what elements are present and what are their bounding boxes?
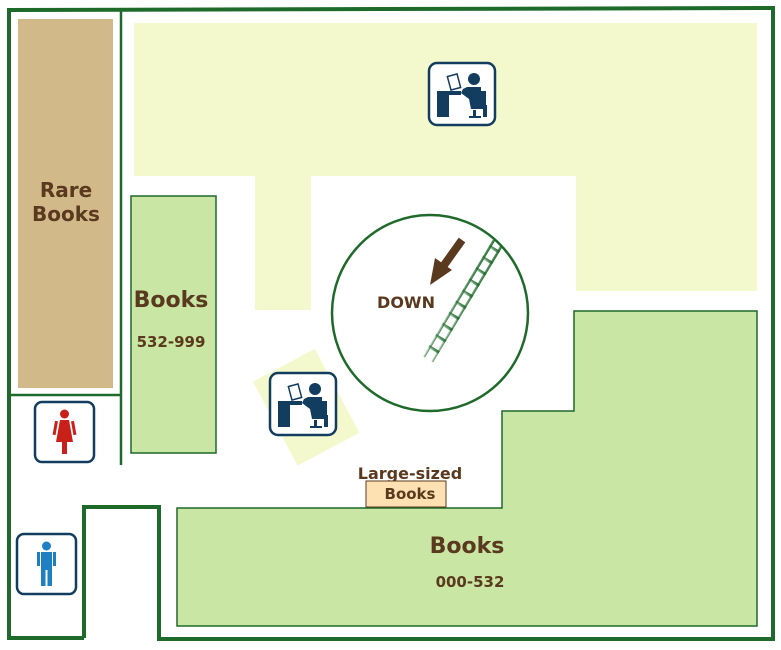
books-upper-range: 532-999 — [137, 333, 206, 351]
books-lower-title: Books — [430, 534, 505, 559]
reading-desk-icon-top — [427, 61, 497, 127]
books-upper-title: Books — [134, 288, 209, 313]
books-lower-shelf — [176, 310, 758, 627]
large-sized-caption: Large-sized — [358, 464, 462, 483]
reading-desk-icon-middle — [268, 371, 338, 437]
man-restroom-icon — [15, 532, 78, 596]
books-lower-range: 000-532 — [436, 573, 505, 591]
large-sized-box — [365, 480, 447, 508]
reading-area-top — [134, 23, 757, 310]
rare-books-label-line1: Rare — [40, 178, 92, 202]
woman-restroom-icon — [33, 400, 96, 464]
down-arrow-icon — [430, 237, 466, 285]
inner-walls — [10, 10, 123, 465]
stairs-circle — [330, 213, 530, 413]
books-upper-shelf — [130, 195, 217, 454]
rare-books-label-line2: Books — [32, 202, 100, 226]
staircase-icon — [422, 239, 504, 363]
large-sized-box-label: Books — [385, 485, 436, 503]
stairs-down-label: DOWN — [377, 293, 435, 312]
rare-books-area — [18, 19, 113, 388]
outer-walls — [7, 5, 775, 641]
